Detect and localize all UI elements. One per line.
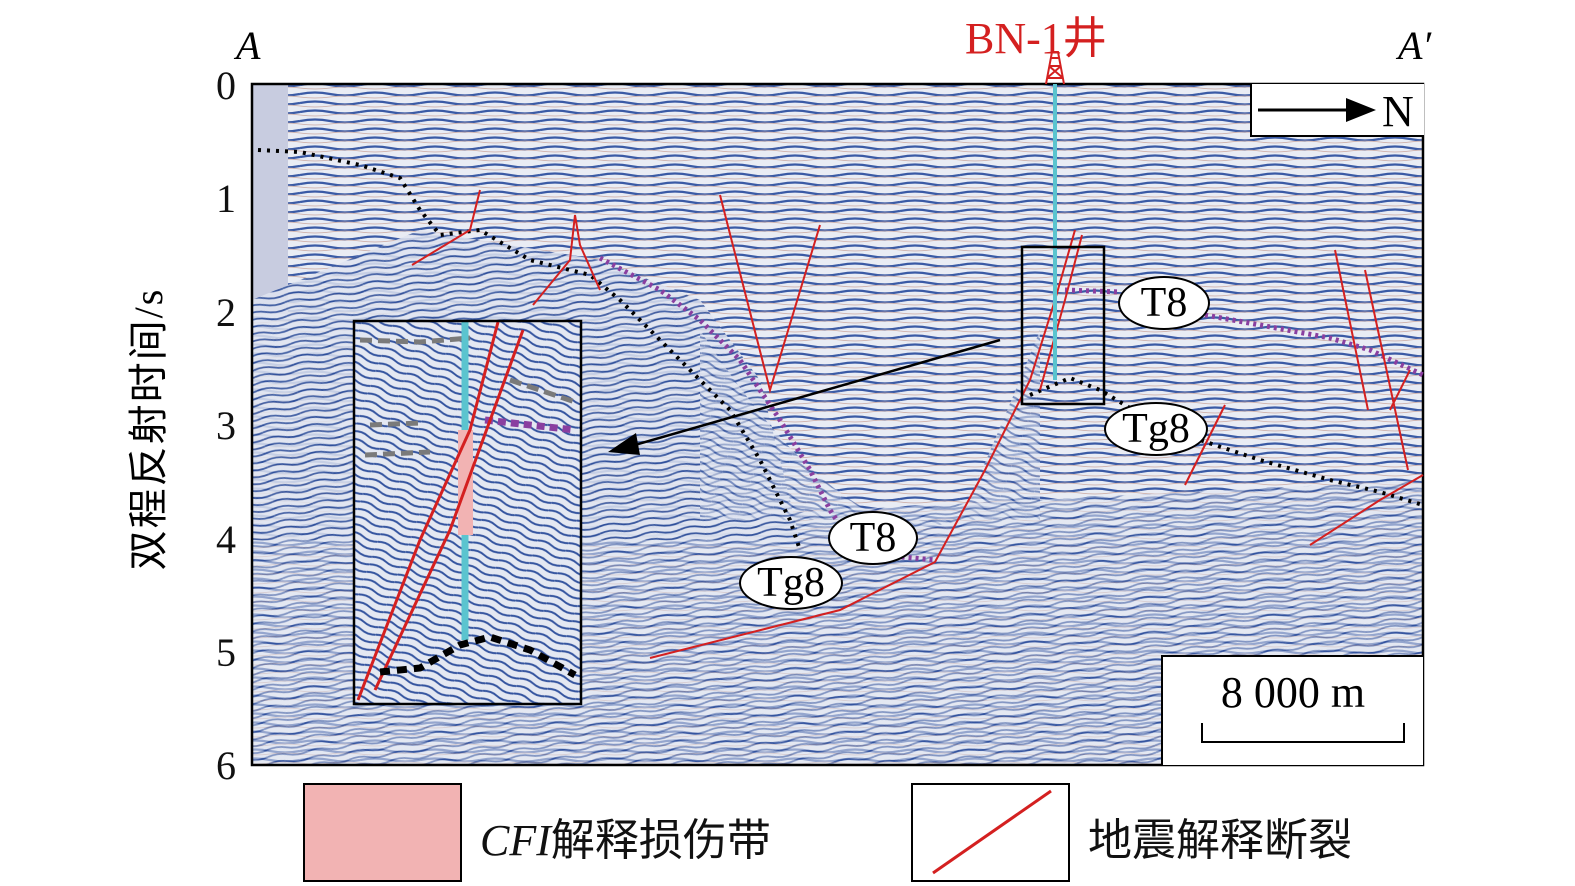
horizon-label-tg8: Tg8 [1104, 402, 1208, 456]
plot-frame [250, 82, 1425, 767]
y-tick: 3 [216, 403, 236, 448]
scale-bar-label: 8 000 m [1220, 668, 1366, 717]
horizon-label-t8: T8 [828, 511, 918, 565]
horizon-t8-left [598, 255, 936, 563]
horizon-label-tg8: Tg8 [739, 556, 843, 610]
legend-swatch-fault [911, 783, 1070, 882]
y-tick: 4 [216, 517, 236, 562]
north-arrow: N [1250, 84, 1424, 137]
y-tick: 0 [216, 63, 236, 108]
arrow-right-icon [1258, 98, 1376, 122]
legend-swatch-cfi [303, 783, 462, 882]
scale-bar: 8 000 m [1161, 655, 1423, 765]
y-tick: 6 [216, 743, 236, 788]
zoom-arrow [627, 338, 1001, 449]
derrick-icon [1045, 51, 1065, 85]
fault-lines [411, 189, 1424, 659]
section-end-label: A′ [1398, 23, 1432, 68]
horizon-t8-right [1064, 287, 1425, 378]
cfi-damage-zone [458, 430, 473, 535]
well-label: BN-1井 [965, 14, 1107, 63]
inset-enlarged-view [352, 319, 583, 706]
legend-label-cfi: CFI解释损伤带 [480, 816, 771, 865]
horizon-tg8-right [1029, 375, 1424, 507]
y-tick: 2 [216, 290, 236, 335]
y-tick: 1 [216, 176, 236, 221]
legend-label-fault: 地震解释断裂 [1088, 816, 1352, 865]
north-label: N [1382, 87, 1414, 136]
section-start-label: A [236, 23, 261, 68]
horizon-label-t8: T8 [1118, 276, 1210, 330]
y-tick: 5 [216, 630, 236, 675]
zoom-region-box [1020, 245, 1106, 406]
horizon-tg8-left [257, 148, 802, 551]
scale-bar-line [1201, 723, 1405, 743]
y-axis-title: 双程反射时间/s [126, 287, 171, 571]
